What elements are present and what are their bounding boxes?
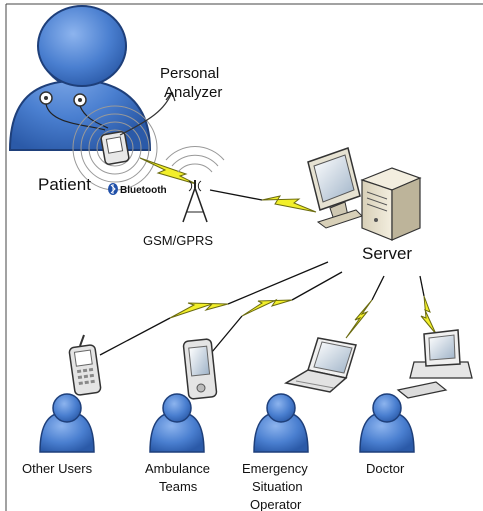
ambulance-label-2: Teams xyxy=(159,479,198,494)
server-to-pda-link xyxy=(211,271,343,353)
server-label: Server xyxy=(362,244,412,263)
desktop-computer-icon xyxy=(396,329,473,399)
bluetooth-icon xyxy=(108,183,118,195)
patient-label: Patient xyxy=(38,175,91,194)
personal-analyzer-label-1: Personal xyxy=(160,65,219,82)
mobile-phone-icon xyxy=(68,334,102,396)
personal-analyzer-label-2: Analyzer xyxy=(164,84,222,101)
ambulance-label-1: Ambulance xyxy=(145,461,210,476)
server-computer-icon xyxy=(307,147,422,241)
server-to-laptop-link xyxy=(345,275,385,339)
gsm-antenna-icon xyxy=(165,146,225,223)
ambulance-teams-person-icon xyxy=(149,393,205,453)
doctor-label: Doctor xyxy=(366,461,405,476)
doctor-person-icon xyxy=(359,393,415,453)
pda-icon xyxy=(182,338,218,400)
gsm-gprs-label: GSM/GPRS xyxy=(143,233,213,248)
emergency-operator-person-icon xyxy=(253,393,309,453)
link-antenna-server xyxy=(261,195,317,213)
link-analyzer-antenna xyxy=(139,157,197,185)
laptop-icon xyxy=(283,337,357,393)
bluetooth-label: Bluetooth xyxy=(120,185,167,196)
emergency-label-3: Operator xyxy=(250,497,302,511)
other-users-label: Other Users xyxy=(22,461,93,476)
emergency-label-2: Situation xyxy=(252,479,303,494)
link-antenna-line xyxy=(209,189,263,201)
analyzer-pointer xyxy=(119,91,173,136)
emergency-label-1: Emergency xyxy=(242,461,308,476)
server-to-desktop-link xyxy=(419,275,437,335)
patient-figure xyxy=(8,5,152,151)
server-to-phone-link xyxy=(99,261,329,356)
personal-analyzer-device-icon xyxy=(72,105,158,191)
other-users-person-icon xyxy=(39,393,95,453)
